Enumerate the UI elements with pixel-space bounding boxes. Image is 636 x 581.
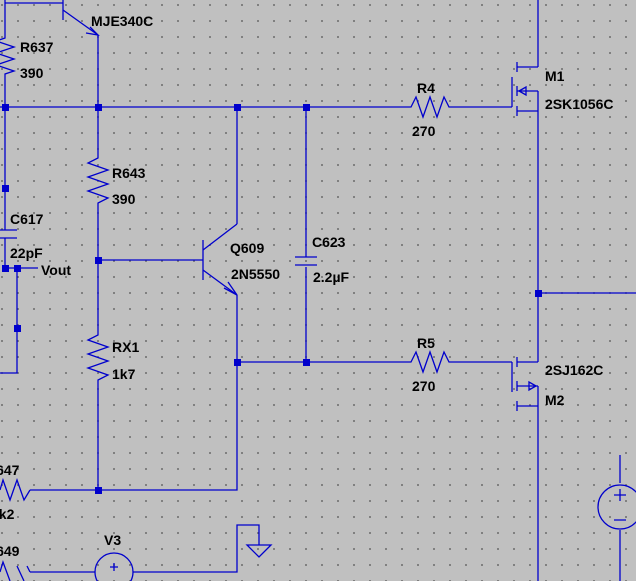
label-m1-part: 2SK1056C bbox=[545, 96, 614, 112]
junction-dot bbox=[303, 104, 310, 111]
label-c617-value: 22pF bbox=[10, 245, 43, 261]
label-r5-ref: R5 bbox=[417, 335, 435, 351]
label-m1-ref: M1 bbox=[545, 68, 565, 84]
label-m2-ref: M2 bbox=[545, 392, 565, 408]
label-c617-ref: C617 bbox=[10, 211, 44, 227]
wire-bottom bbox=[30, 524, 260, 573]
capacitor-c623-symbol bbox=[295, 256, 317, 266]
label-r647-value: 1k2 bbox=[0, 506, 15, 522]
junction-nodes bbox=[2, 104, 542, 494]
junction-dot bbox=[234, 104, 241, 111]
voltage-source-right-symbol bbox=[597, 484, 636, 530]
resistor-r5-symbol bbox=[408, 350, 452, 374]
junction-dot bbox=[2, 104, 9, 111]
resistor-r649-symbol bbox=[0, 559, 31, 581]
label-rx1-value: 1k7 bbox=[112, 366, 136, 382]
label-r647-ref: R647 bbox=[0, 462, 20, 478]
transistor-q-top-symbol bbox=[62, 0, 100, 36]
label-r5-value: 270 bbox=[412, 378, 436, 394]
label-r4-value: 270 bbox=[412, 123, 436, 139]
junction-dot bbox=[95, 487, 102, 494]
label-q609-part: 2N5550 bbox=[231, 266, 280, 282]
ground-icon bbox=[245, 544, 273, 558]
mosfet-m1-symbol bbox=[511, 62, 539, 120]
wire-q609-emitter bbox=[30, 295, 238, 491]
transistor-q609-symbol bbox=[202, 223, 238, 296]
label-r643-value: 390 bbox=[112, 191, 136, 207]
label-q-top-part: MJE340C bbox=[91, 13, 153, 29]
label-c623-value: 2.2µF bbox=[313, 269, 350, 285]
resistor-r643-symbol bbox=[86, 155, 110, 208]
label-m2-part: 2SJ162C bbox=[545, 362, 603, 378]
label-v3-ref: V3 bbox=[104, 532, 121, 548]
label-c623-ref: C623 bbox=[312, 234, 346, 250]
wire-vout bbox=[0, 267, 38, 374]
resistor-r647-symbol bbox=[0, 477, 31, 502]
junction-dot bbox=[2, 265, 9, 272]
resistor-r4-symbol bbox=[407, 95, 452, 119]
label-r637-ref: R637 bbox=[20, 39, 54, 55]
capacitor-c617-symbol bbox=[0, 229, 17, 268]
label-q609-ref: Q609 bbox=[230, 240, 264, 256]
label-vout: Vout bbox=[41, 262, 71, 278]
junction-dot bbox=[95, 257, 102, 264]
label-r637-value: 390 bbox=[20, 65, 44, 81]
label-rx1-ref: RX1 bbox=[112, 339, 139, 355]
resistor-rx1-symbol bbox=[86, 330, 110, 385]
junction-dot bbox=[14, 325, 21, 332]
label-r4-ref: R4 bbox=[417, 80, 435, 96]
resistor-r637-symbol bbox=[0, 35, 17, 78]
junction-dot bbox=[234, 359, 241, 366]
junction-dot bbox=[14, 265, 21, 272]
junction-dot bbox=[2, 185, 9, 192]
label-r649-ref: R649 bbox=[0, 543, 20, 559]
label-r643-ref: R643 bbox=[112, 165, 146, 181]
mosfet-m2-symbol bbox=[511, 357, 539, 418]
junction-dot bbox=[535, 290, 542, 297]
junction-dot bbox=[303, 359, 310, 366]
voltage-source-v3-symbol bbox=[94, 552, 134, 581]
junction-dot bbox=[95, 104, 102, 111]
